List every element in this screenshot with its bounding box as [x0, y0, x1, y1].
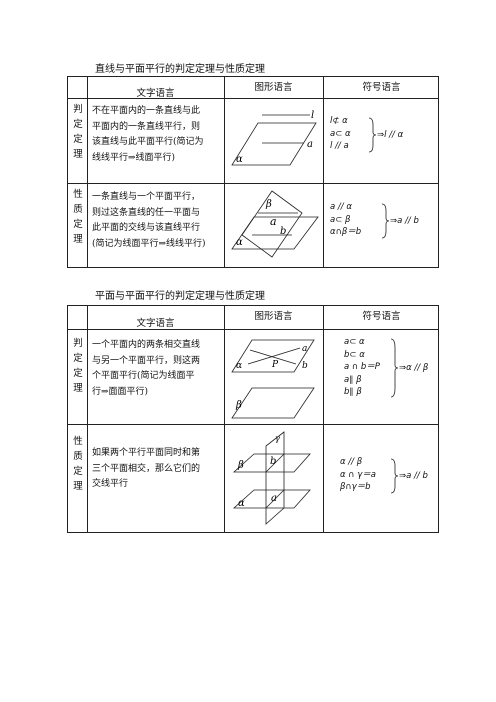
label-gamma: γ [275, 434, 280, 443]
judgment-text: 一个平面内的两条相交直线与另一个平面平行，则这两个平面平行(简记为线面平行⇒面面… [92, 340, 201, 397]
figure-line-plane-judgment: l a α [231, 110, 317, 166]
judgment-result: ⇒α // β [399, 363, 429, 373]
judgment-result: ⇒l // α [377, 130, 404, 140]
label-a: a [271, 493, 277, 504]
label-b: b [280, 226, 286, 237]
header-symbol-language: 符号语言 [362, 82, 401, 93]
row-label-property: 性质定理 [73, 189, 83, 245]
property-result: ⇒a // b [390, 216, 419, 226]
label-beta: β [265, 199, 272, 210]
label-l: l [311, 110, 314, 121]
brace-icon [390, 338, 399, 398]
label-P: P [271, 360, 279, 370]
brace-icon [381, 203, 390, 239]
brace-icon [368, 117, 377, 153]
brace-icon [390, 458, 399, 494]
figure-plane-plane-property: γ β b a α [232, 431, 311, 525]
header-text-language: 文字语言 [136, 88, 175, 99]
label-beta: β [237, 460, 244, 471]
figure-plane-plane-judgment: a α P b β [231, 339, 315, 419]
label-alpha: α [238, 498, 245, 509]
header-figure-language: 图形语言 [254, 82, 293, 93]
header-figure-language: 图形语言 [254, 311, 293, 322]
label-b: b [270, 456, 276, 467]
table-line-plane: 文字语言 图形语言 符号语言 判定定理 不在平面内的一条直线与此平面内的一条直线… [67, 76, 439, 268]
property-text: 如果两个平行平面同时和第三个平面相交，那么它们的交线平行 [92, 448, 201, 489]
label-beta: β [235, 400, 242, 411]
property-result: ⇒a // b [399, 471, 428, 481]
row-label-property: 性质定理 [73, 436, 83, 492]
label-b: b [302, 361, 308, 371]
section2-title: 平面与平面平行的判定定理与性质定理 [95, 291, 265, 302]
table-plane-plane: 文字语言 图形语言 符号语言 判定定理 一个平面内的两条相交直线与另一个平面平行… [67, 305, 439, 533]
property-text: 一条直线与一个平面平行，则过这条直线的任一平面与此平面的交线与该直线平行(简记为… [92, 192, 206, 249]
label-alpha: α [236, 361, 242, 371]
label-alpha: α [236, 154, 243, 165]
label-a: a [270, 215, 277, 228]
label-a: a [302, 344, 307, 354]
header-symbol-language: 符号语言 [362, 311, 401, 322]
section1-title: 直线与平面平行的判定定理与性质定理 [95, 64, 265, 75]
judgment-text: 不在平面内的一条直线与此平面内的一条直线平行，则该直线与此平面平行(简记为线线平… [92, 106, 204, 163]
label-a: a [307, 139, 313, 150]
figure-line-plane-property: β a b α [231, 190, 319, 258]
row-label-judgment: 判定定理 [73, 338, 83, 394]
header-text-language: 文字语言 [136, 318, 175, 329]
row-label-judgment: 判定定理 [73, 104, 83, 160]
label-alpha: α [236, 237, 243, 248]
